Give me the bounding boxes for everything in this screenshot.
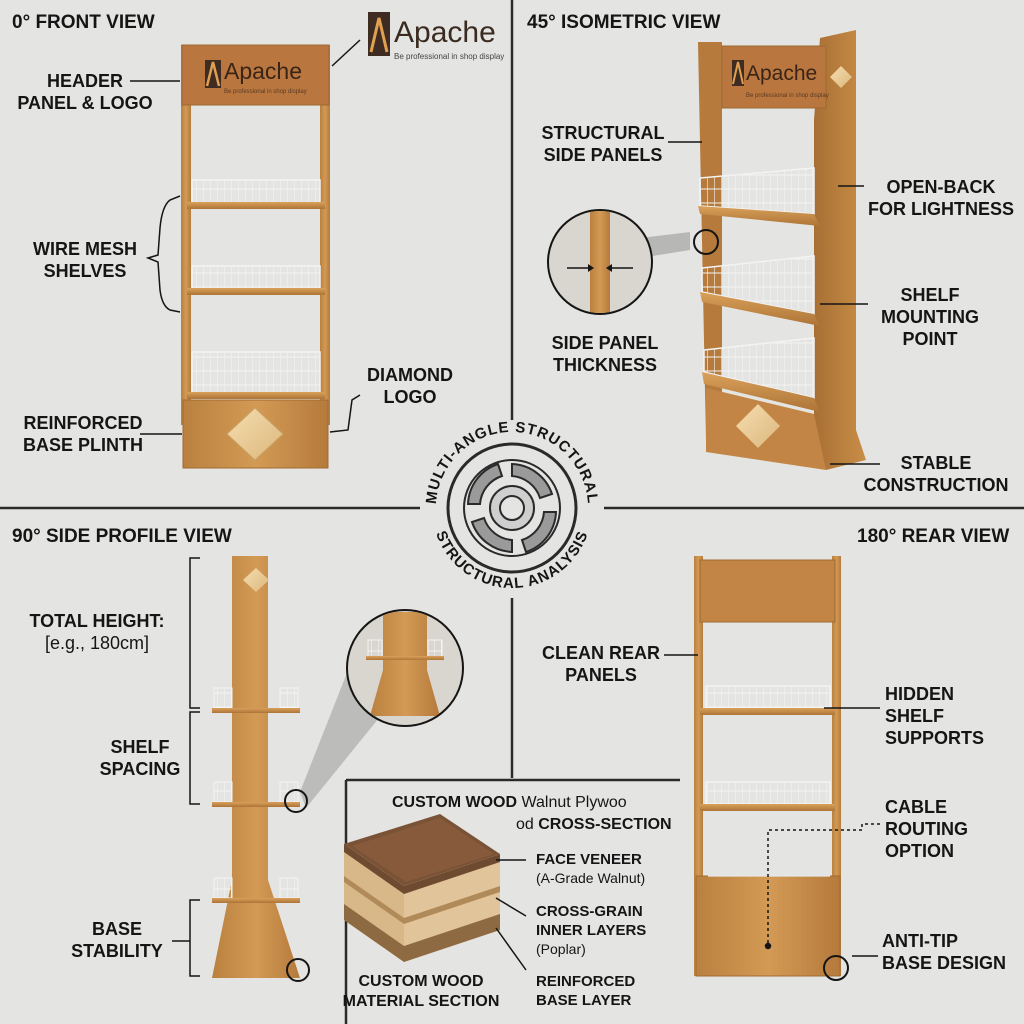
front-diamond-logo [226,407,284,461]
heading-front-view: 0° FRONT VIEW [12,12,155,33]
label-total-height: TOTAL HEIGHT: [e.g., 180cm] [29,611,165,653]
label-custom-wood-title: CUSTOM WOOD Walnut Plywoo od CROSS-SECTI… [392,794,672,833]
side-inset [284,609,464,982]
front-shelf-3 [187,351,325,399]
side-shelf-3 [212,877,300,903]
label-face-veneer: FACE VENEER (A-Grade Walnut) [536,851,646,886]
side-shelf-2 [212,781,300,807]
plywood-leader-lines [495,859,527,971]
iso-logo-tagline: Be professional in shop display [746,93,829,99]
heading-side-view: 90° SIDE PROFILE VIEW [12,526,232,547]
label-cross-grain: CROSS-GRAIN INNER LAYERS (Poplar) [536,903,647,957]
apache-logo-mark [368,12,390,56]
rear-leader-lines [664,654,880,957]
front-logo-tagline: Be professional in shop display [224,89,307,95]
isometric-view-display [698,30,866,470]
front-leader-lines [130,39,361,435]
rear-shelf-1 [700,685,835,715]
rear-base [695,875,841,977]
iso-shelf-2 [700,255,820,326]
thickness-inset [547,209,719,315]
iso-shelf-3 [702,337,820,412]
rear-view-display [694,556,849,981]
rear-header-panel [699,559,836,623]
label-reinforced-base-layer: REINFORCED BASE LAYER [536,973,636,1009]
side-diamond-logo [243,568,269,592]
side-shelf-1 [212,687,300,713]
iso-diamond-logo [736,404,780,448]
heading-rear-view: 180° REAR VIEW [857,526,1010,547]
side-dimension-brackets [172,557,200,977]
iso-header-panel [721,45,827,109]
center-badge: MULTI-ANGLE STRUCTURAL STRUCTURAL ANALYS… [423,419,600,592]
front-shelf-1 [187,179,325,209]
plywood-cross-section [344,814,500,962]
side-view-display [212,556,300,978]
heading-isometric-view: 45° ISOMETRIC VIEW [527,12,721,33]
iso-leader-lines [668,141,880,465]
iso-logo-name: Apache [746,62,818,85]
iso-shelf-1 [698,167,820,226]
logo-name: Apache [394,16,496,49]
front-view-display [181,44,330,469]
rear-shelf-2 [700,781,835,811]
front-logo-name: Apache [224,58,303,84]
front-shelf-2 [187,265,325,295]
logo-tagline: Be professional in shop display [394,52,505,61]
label-custom-wood-material: CUSTOM WOOD MATERIAL SECTION [342,973,500,1010]
